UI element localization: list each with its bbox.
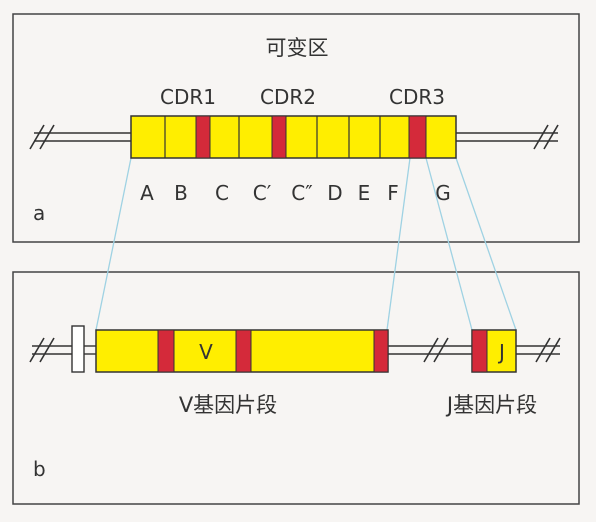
- panel-b-frame: [12, 271, 580, 505]
- j-label: J: [497, 340, 505, 364]
- connector-lines: [95, 157, 517, 331]
- v-segment-caption: V基因片段: [179, 393, 277, 417]
- v-cdr3-block: [373, 329, 389, 373]
- v-cdr2-block: [235, 329, 252, 373]
- v-cdr1-block: [157, 329, 175, 373]
- cdr3-block: [408, 115, 427, 159]
- break-mark-a-left: [29, 124, 55, 150]
- panel-a-letter: a: [33, 201, 45, 225]
- connector-line: [455, 157, 517, 331]
- strand-label-a: A: [140, 181, 154, 205]
- connector-line: [386, 157, 411, 331]
- cdr2-block: [271, 115, 287, 159]
- break-mark-b-left: [29, 337, 55, 363]
- v-label: V: [199, 340, 213, 364]
- cdr2-label: CDR2: [260, 85, 316, 109]
- strand-label-c-prime: C′: [253, 181, 272, 205]
- j-segment-caption: J基因片段: [445, 393, 537, 417]
- panel-b-letter: b: [33, 457, 46, 481]
- connector-line: [95, 157, 132, 331]
- break-mark-b-right: [535, 337, 561, 363]
- connector-line: [425, 157, 473, 331]
- j-cdr3-block: [471, 329, 488, 373]
- leader-segment: [71, 325, 85, 373]
- strand-dividers: [164, 116, 381, 158]
- strand-label-c-double-prime: C″: [291, 181, 312, 205]
- strand-label-b: B: [174, 181, 188, 205]
- strand-label-f: F: [387, 181, 399, 205]
- strand-label-d: D: [327, 181, 342, 205]
- strand-label-e: E: [358, 181, 371, 205]
- cdr1-label: CDR1: [160, 85, 216, 109]
- break-mark-a-right: [533, 124, 559, 150]
- cdr1-block: [195, 115, 211, 159]
- strand-label-g: G: [435, 181, 451, 205]
- cdr3-label: CDR3: [389, 85, 445, 109]
- strand-label-c: C: [215, 181, 229, 205]
- break-mark-b-middle: [423, 337, 449, 363]
- variable-domain-bar: [130, 115, 457, 159]
- panel-a-title: 可变区: [266, 36, 329, 60]
